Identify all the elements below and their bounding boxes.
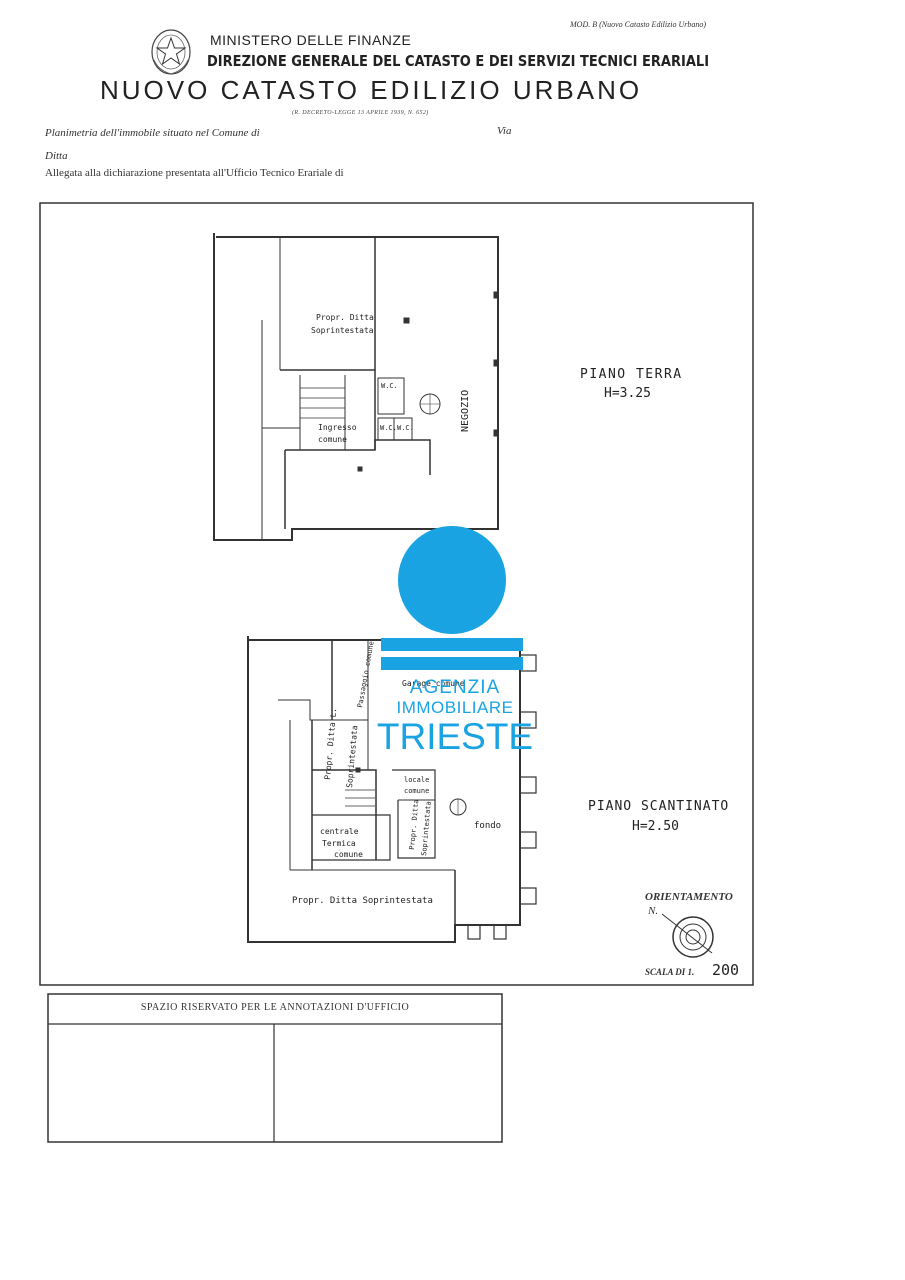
bs-garage-label: Garage comune — [402, 679, 465, 688]
bs-heating-label-1: centrale — [320, 827, 359, 836]
document-title: NUOVO CATASTO EDILIZIO URBANO — [100, 75, 643, 105]
bs-locale-label-1: locale — [404, 776, 429, 784]
agency-watermark: AGENZIA IMMOBILIARE TRIESTE — [345, 522, 565, 762]
annotations-box — [47, 993, 503, 1143]
ground-floor-plan — [213, 233, 499, 541]
allegata-label: Allegata alla dichiarazione presentata a… — [45, 167, 344, 179]
ditta-label: Ditta — [45, 150, 68, 162]
bs-heating-label-3: comune — [334, 850, 363, 859]
drawing-border — [39, 202, 754, 986]
north-label: N. — [647, 905, 658, 917]
gf-wc-label-1: W.C. — [381, 382, 398, 390]
gf-owner-label-1: Propr. Ditta — [316, 313, 374, 322]
bs-owner-bottom-label: Propr. Ditta Soprintestata — [292, 896, 433, 906]
direction-label: DIREZIONE GENERALE DEL CATASTO E DEI SER… — [207, 52, 710, 70]
compass-icon — [661, 913, 714, 958]
via-label: Via — [497, 125, 512, 137]
gf-wc-label-3: W.C. — [397, 424, 414, 432]
bs-fondo-label: fondo — [474, 821, 501, 831]
watermark-line-2: IMMOBILIARE — [396, 698, 514, 717]
planimetria-label: Planimetria dell'immobile situato nel Co… — [45, 127, 260, 139]
agency-logo-icon — [381, 526, 523, 670]
gf-wc-label-2: W.C. — [380, 424, 397, 432]
scale-prefix: SCALA DI 1. — [645, 967, 694, 977]
gf-entrance-label-2: comune — [318, 435, 347, 444]
watermark-line-3: TRIESTE — [376, 716, 534, 757]
bs-heating-label-2: Termica — [322, 839, 356, 848]
ministry-label: MINISTERO DELLE FINANZE — [210, 32, 412, 48]
ground-floor-height: H=3.25 — [604, 386, 651, 401]
state-emblem-icon — [151, 29, 191, 75]
decree-reference: (R. DECRETO-LEGGE 13 APRILE 1939, N. 652… — [292, 110, 429, 116]
gf-entrance-label-1: Ingresso — [318, 423, 357, 432]
bs-locale-label-2: comune — [404, 787, 429, 795]
annotations-title: SPAZIO RISERVATO PER LE ANNOTAZIONI D'UF… — [140, 1002, 410, 1013]
scale-value: 200 — [712, 961, 739, 979]
model-code: MOD. B (Nuovo Catasto Edilizio Urbano) — [570, 20, 706, 29]
basement-title: PIANO SCANTINATO — [588, 799, 729, 814]
ground-floor-title: PIANO TERRA — [580, 367, 683, 382]
gf-shop-label: NEGOZIO — [460, 390, 471, 432]
orientation-label: ORIENTAMENTO — [645, 891, 733, 903]
bs-owner-mid-label-2: Soprintestata — [420, 801, 433, 856]
watermark-line-1: AGENZIA — [409, 677, 501, 698]
bs-owner-mid-label-1: Propr. Ditta — [408, 799, 420, 850]
gf-owner-label-2: Soprintestata — [311, 326, 374, 335]
basement-height: H=2.50 — [632, 819, 679, 834]
